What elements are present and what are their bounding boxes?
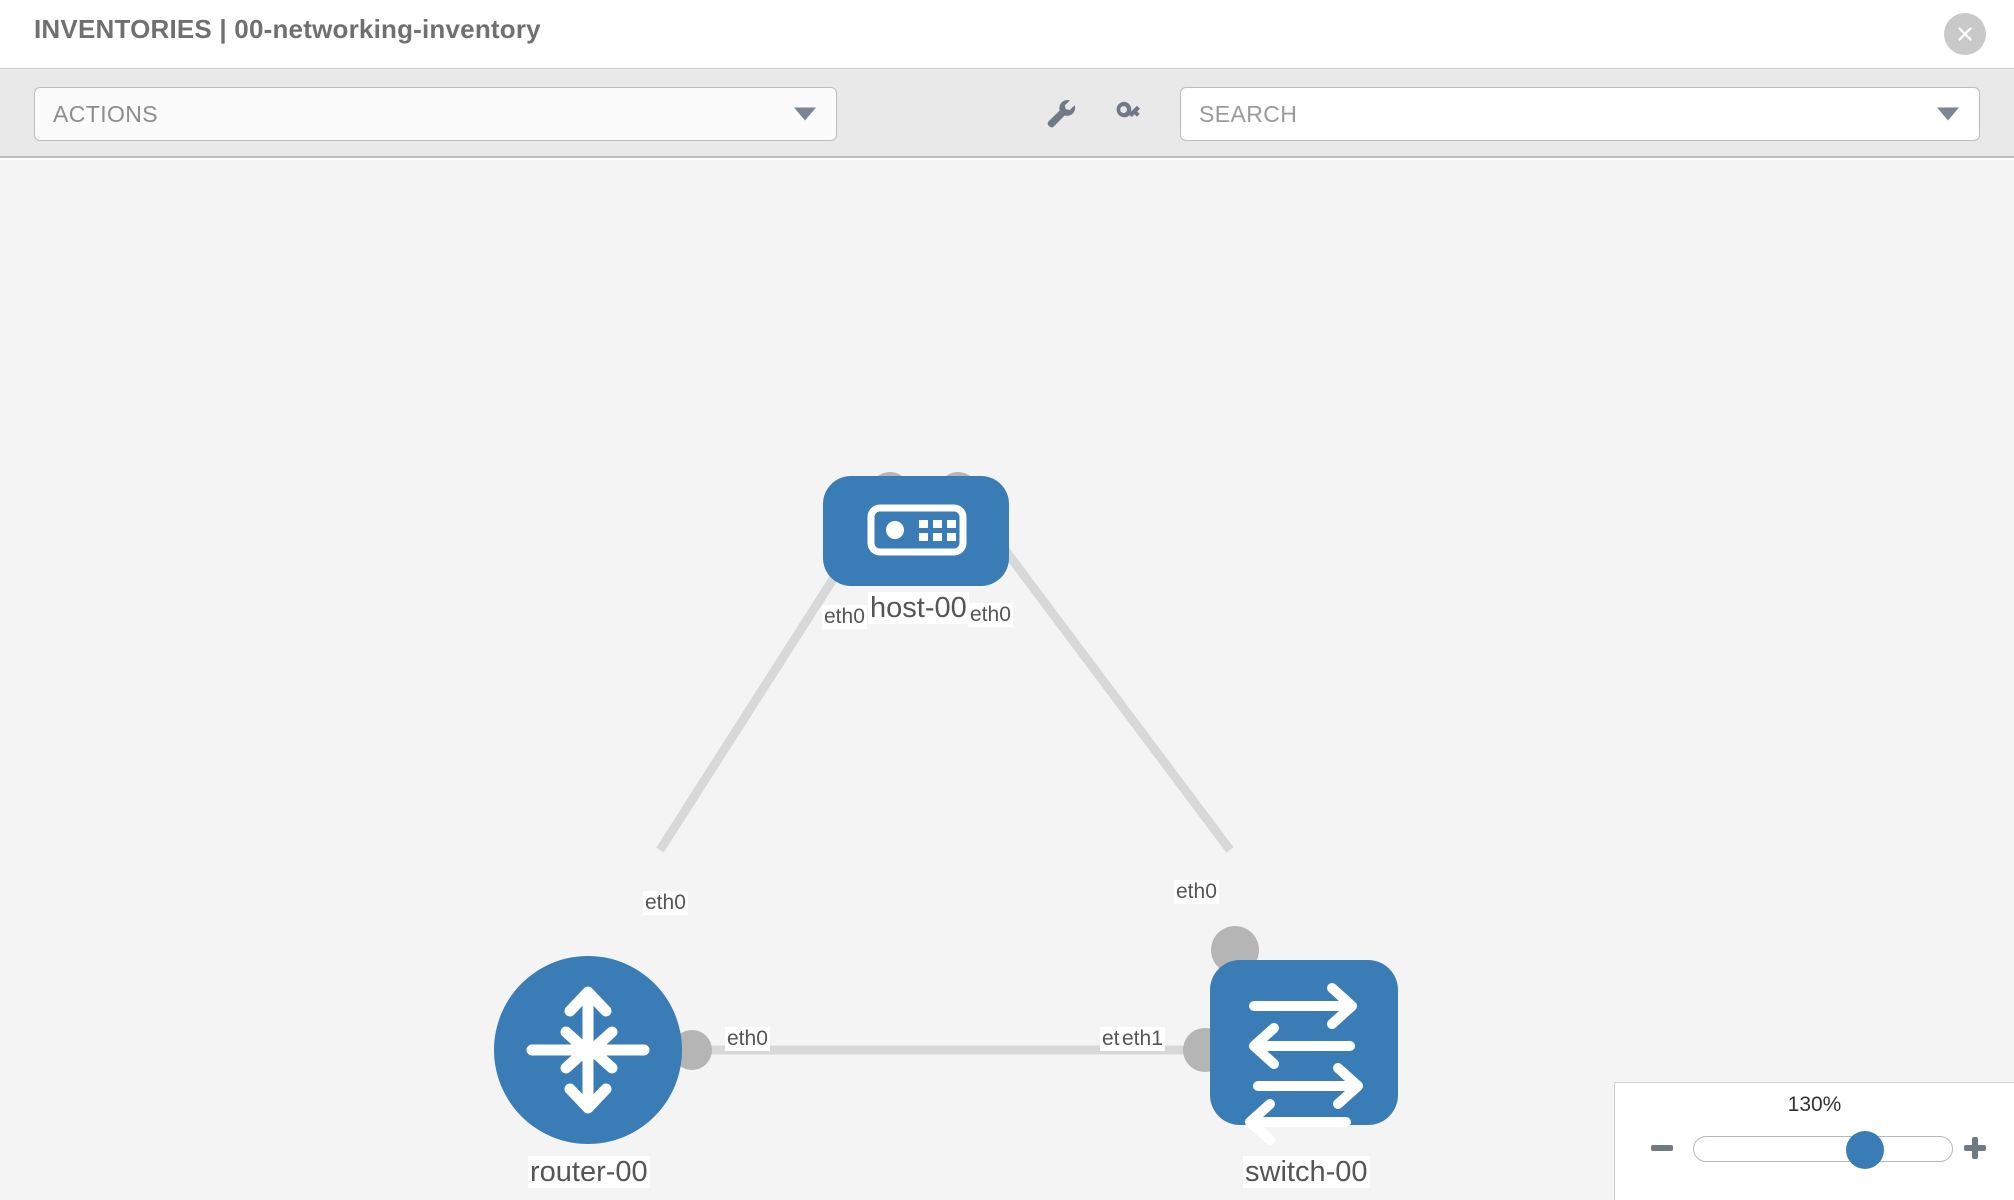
zoom-control: 130% (1614, 1082, 2014, 1200)
zoom-slider[interactable] (1693, 1131, 1953, 1169)
toolbar: ACTIONS SEARCH (0, 68, 2014, 158)
zoom-out-button[interactable] (1645, 1131, 1679, 1165)
search-placeholder: SEARCH (1199, 100, 1298, 127)
actions-dropdown[interactable]: ACTIONS (34, 87, 837, 141)
interface-label-host-left: eth0 (822, 605, 867, 630)
search-input[interactable]: SEARCH (1180, 87, 1980, 141)
node-switch-00[interactable] (1210, 960, 1398, 1145)
interface-label-router-right: eth0 (725, 1027, 770, 1052)
node-router-00[interactable] (494, 956, 682, 1144)
server-icon (867, 504, 967, 556)
close-icon[interactable] (1944, 13, 1986, 55)
node-label-switch-00: switch-00 (1243, 1156, 1370, 1189)
actions-dropdown-label: ACTIONS (53, 100, 159, 127)
interface-label-switch-up: eth0 (1174, 880, 1219, 905)
zoom-in-button[interactable] (1958, 1131, 1992, 1165)
chevron-down-icon (1937, 107, 1959, 121)
node-host-00[interactable] (823, 476, 1009, 586)
interface-label-router-up: eth0 (643, 891, 688, 916)
topology-graph[interactable] (0, 160, 2014, 1200)
interface-label-switch-left-b: eth1 (1120, 1027, 1165, 1052)
switch-arrows-icon (1245, 983, 1363, 1145)
key-icon[interactable] (1106, 91, 1152, 137)
zoom-percent-label: 130% (1787, 1093, 1842, 1116)
interface-label-host-right: eth0 (968, 603, 1013, 628)
page-title: INVENTORIES | 00-networking-inventory (34, 14, 541, 44)
topology-canvas[interactable]: eth0 host-00 eth0 eth0 eth0 eth0 eth eth… (0, 160, 2014, 1200)
chevron-down-icon (794, 107, 816, 121)
page-header: INVENTORIES | 00-networking-inventory (0, 0, 2014, 68)
node-label-host-00: host-00 (868, 592, 969, 625)
port-router-right[interactable] (672, 1030, 712, 1070)
router-arrows-icon (526, 986, 650, 1114)
zoom-slider-thumb[interactable] (1846, 1131, 1884, 1169)
node-label-router-00: router-00 (528, 1156, 650, 1189)
wrench-icon[interactable] (1038, 91, 1084, 137)
